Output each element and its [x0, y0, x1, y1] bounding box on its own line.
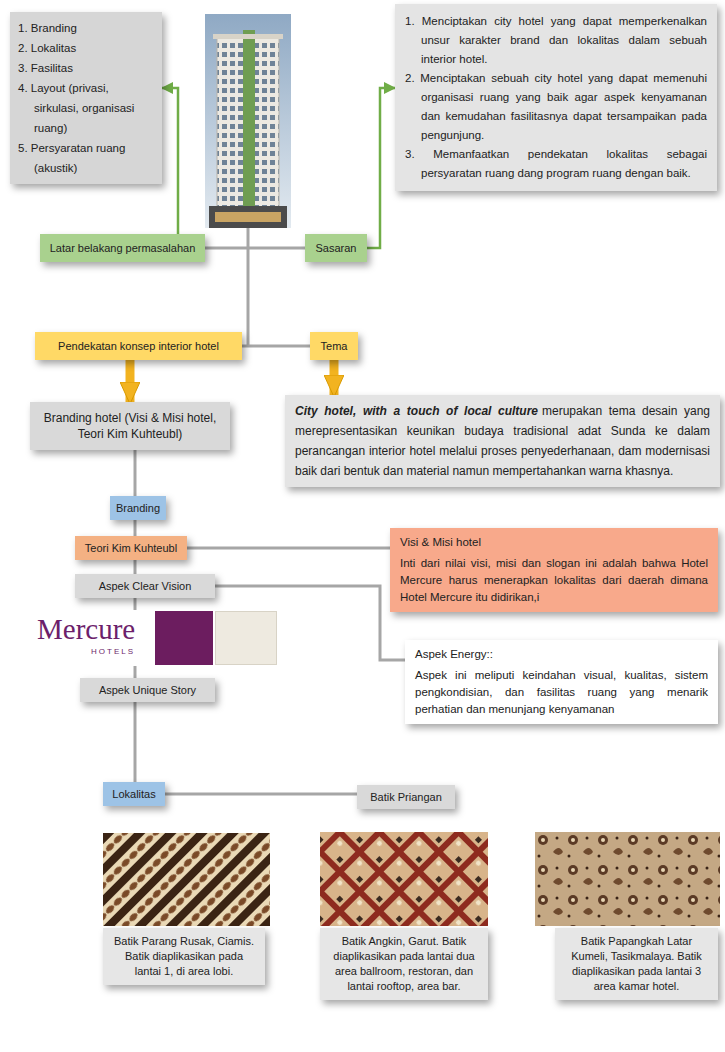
orange-arrow — [126, 360, 135, 402]
goal-list-box: 1. Menciptakan city hotel yang dapat mem… — [395, 4, 717, 191]
caption-box: Batik Papangkah Latar Kumeli, Tasikmalay… — [555, 928, 718, 1000]
box-text: Teori Kim Kuhteubl — [81, 541, 181, 555]
green-arrow — [162, 88, 178, 234]
logo-panel: MercureHOTELS — [35, 610, 277, 666]
box-text: Branding hotel (Visi & Misi hotel, Teori… — [40, 410, 220, 442]
connector-line — [134, 560, 137, 574]
process-box: Branding hotel (Visi & Misi hotel, Teori… — [30, 402, 230, 450]
connector-line — [134, 450, 137, 496]
box-text: Sasaran — [311, 241, 361, 255]
process-box: Batik Priangan — [357, 785, 455, 809]
trunk-line — [247, 228, 250, 346]
color-swatch — [155, 611, 213, 665]
connector-line — [187, 547, 390, 550]
problem-list-box: 1. Branding2. Lokalitas3. Fasilitas4. La… — [10, 12, 162, 184]
list-item: 1. Branding — [18, 18, 154, 38]
hotel-illustration — [205, 14, 291, 228]
box-text: Aspek Clear Vision — [81, 579, 209, 593]
box-text: Branding — [116, 501, 160, 515]
batik-papangkah-image — [535, 832, 720, 926]
box-text: Batik Angkin, Garut. Batik diaplikasikan… — [328, 934, 480, 994]
logo-text: Mercure — [37, 614, 135, 644]
green-arrow — [367, 88, 395, 248]
green-label-box: Latar belakang permasalahan — [40, 234, 205, 262]
yellow-label-box: Tema — [310, 332, 358, 360]
theme-title: City hotel, with a touch of local cultur… — [295, 404, 538, 418]
box-heading: Visi & Misi hotel — [400, 534, 708, 551]
connector-line — [134, 702, 137, 782]
box-text: Aspek Unique Story — [86, 683, 209, 697]
color-swatch — [215, 611, 277, 665]
box-text: Batik Priangan — [363, 790, 449, 804]
list-item: 3. Fasilitas — [18, 58, 154, 78]
list-item: 4. Layout (privasi, sirkulasi, organisas… — [18, 78, 154, 138]
vision-box: Visi & Misi hotelInti dari nilai visi, m… — [390, 528, 718, 612]
theme-box: City hotel, with a touch of local cultur… — [285, 395, 720, 487]
list-item: 2. Lokalitas — [18, 38, 154, 58]
connector-line — [242, 345, 310, 348]
box-text: Tema — [316, 339, 352, 353]
connector-line — [134, 520, 137, 536]
orange-arrow — [330, 360, 339, 395]
green-label-box: Sasaran — [305, 234, 367, 262]
batik-angkin-image — [320, 832, 488, 926]
process-box: Aspek Unique Story — [80, 678, 215, 702]
box-text: Inti dari nilai visi, misi dan slogan in… — [400, 555, 708, 606]
energy-box: Aspek Energy::Aspek ini meliputi keindah… — [405, 640, 718, 724]
list-item: 5. Persyaratan ruang (akustik) — [18, 138, 154, 178]
list-item: 2. Menciptakan sebuah city hotel yang da… — [405, 69, 707, 145]
blue-label-box: Lokalitas — [103, 782, 165, 806]
yellow-label-box: Pendekatan konsep interior hotel — [35, 332, 242, 360]
salmon-label-box: Teori Kim Kuhteubl — [75, 536, 187, 560]
box-text: Pendekatan konsep interior hotel — [41, 339, 236, 353]
list-item: 1. Menciptakan city hotel yang dapat mem… — [405, 12, 707, 69]
box-text: Lokalitas — [109, 787, 159, 801]
box-heading: Aspek Energy:: — [415, 646, 708, 663]
list-item: 3. Memanfaatkan pendekatan lokalitas seb… — [405, 145, 707, 183]
connector-line — [165, 793, 357, 796]
box-text: Aspek ini meliputi keindahan visual, kua… — [415, 667, 708, 718]
box-text: Batik Papangkah Latar Kumeli, Tasikmalay… — [563, 934, 710, 994]
blue-label-box: Branding — [110, 496, 166, 520]
logo-subtext: HOTELS — [91, 647, 135, 657]
connector-line — [205, 247, 305, 250]
batik-parang-image — [103, 833, 270, 926]
process-box: Aspek Clear Vision — [75, 574, 215, 598]
box-text: Batik Parang Rusak, Ciamis. Batik diapli… — [111, 934, 257, 979]
caption-box: Batik Angkin, Garut. Batik diaplikasikan… — [320, 928, 488, 1000]
caption-box: Batik Parang Rusak, Ciamis. Batik diapli… — [103, 928, 265, 985]
box-text: Latar belakang permasalahan — [46, 241, 199, 255]
